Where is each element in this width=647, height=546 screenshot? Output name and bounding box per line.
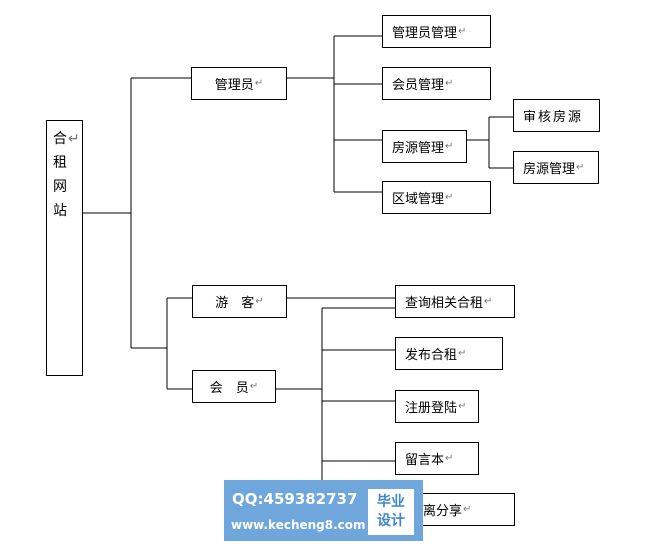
node-member-label: 会 员: [209, 381, 249, 396]
return-mark-icon: ↵: [458, 401, 467, 412]
node-house-mgmt-sub: 房源管理↵: [513, 151, 599, 184]
return-mark-icon: ↵: [254, 78, 264, 89]
return-mark-icon: ↵: [249, 381, 259, 392]
return-mark-icon: ↵: [458, 348, 467, 359]
watermark-qq: QQ:459382737: [232, 490, 358, 508]
watermark-badge-line2: 设计: [377, 513, 405, 529]
node-area-mgmt-label: 区域管理: [392, 192, 445, 207]
node-house-mgmt: 房源管理↵: [382, 130, 467, 163]
node-area-mgmt: 区域管理↵: [382, 181, 491, 214]
return-mark-icon: ↵: [255, 296, 264, 307]
return-mark-icon: ↵: [576, 162, 585, 173]
watermark-badge-line1: 毕业: [377, 494, 405, 510]
node-member-mgmt: 会员管理↵: [382, 67, 491, 100]
node-publish-label: 发布合租: [405, 348, 458, 363]
node-admin: 管理员↵: [191, 67, 287, 100]
node-guestbook: 留言本↵: [395, 442, 479, 475]
watermark-badge: 毕业 设计: [368, 489, 414, 535]
node-query-label: 查询相关合租: [405, 296, 484, 311]
watermark-banner: QQ:459382737 www.kecheng8.com 毕业 设计: [224, 480, 423, 541]
node-guestbook-label: 留言本: [405, 453, 445, 468]
return-mark-icon: ↵: [445, 141, 454, 152]
node-visitor-label: 游 客: [215, 296, 255, 311]
node-query: 查询相关合租↵: [395, 285, 515, 318]
node-house-mgmt-label: 房源管理: [392, 141, 445, 156]
node-admin-label: 管理员: [214, 78, 254, 93]
node-member: 会 员↵: [192, 370, 276, 403]
node-register: 注册登陆↵: [395, 390, 479, 423]
node-root-label: 合租网站: [53, 131, 67, 219]
node-admin-mgmt-label: 管理员管理: [392, 26, 458, 41]
node-member-mgmt-label: 会员管理: [392, 78, 445, 93]
node-publish: 发布合租↵: [395, 337, 503, 370]
node-share-label: 离分享: [423, 504, 463, 519]
return-mark-icon: ↵: [68, 131, 80, 147]
node-admin-mgmt: 管理员管理↵: [382, 15, 491, 48]
node-root: 合租网站↵: [46, 120, 83, 376]
node-house-mgmt-sub-label: 房源管理: [523, 162, 576, 177]
node-register-label: 注册登陆: [405, 401, 458, 416]
return-mark-icon: ↵: [484, 296, 493, 307]
return-mark-icon: ↵: [445, 78, 454, 89]
return-mark-icon: ↵: [445, 453, 454, 464]
watermark-url: www.kecheng8.com: [231, 518, 366, 532]
node-review: 审核房源: [513, 99, 600, 132]
node-visitor: 游 客↵: [192, 285, 287, 318]
return-mark-icon: ↵: [463, 504, 472, 515]
node-review-label: 审核房源: [523, 110, 584, 125]
return-mark-icon: ↵: [458, 26, 467, 37]
return-mark-icon: ↵: [445, 192, 454, 203]
